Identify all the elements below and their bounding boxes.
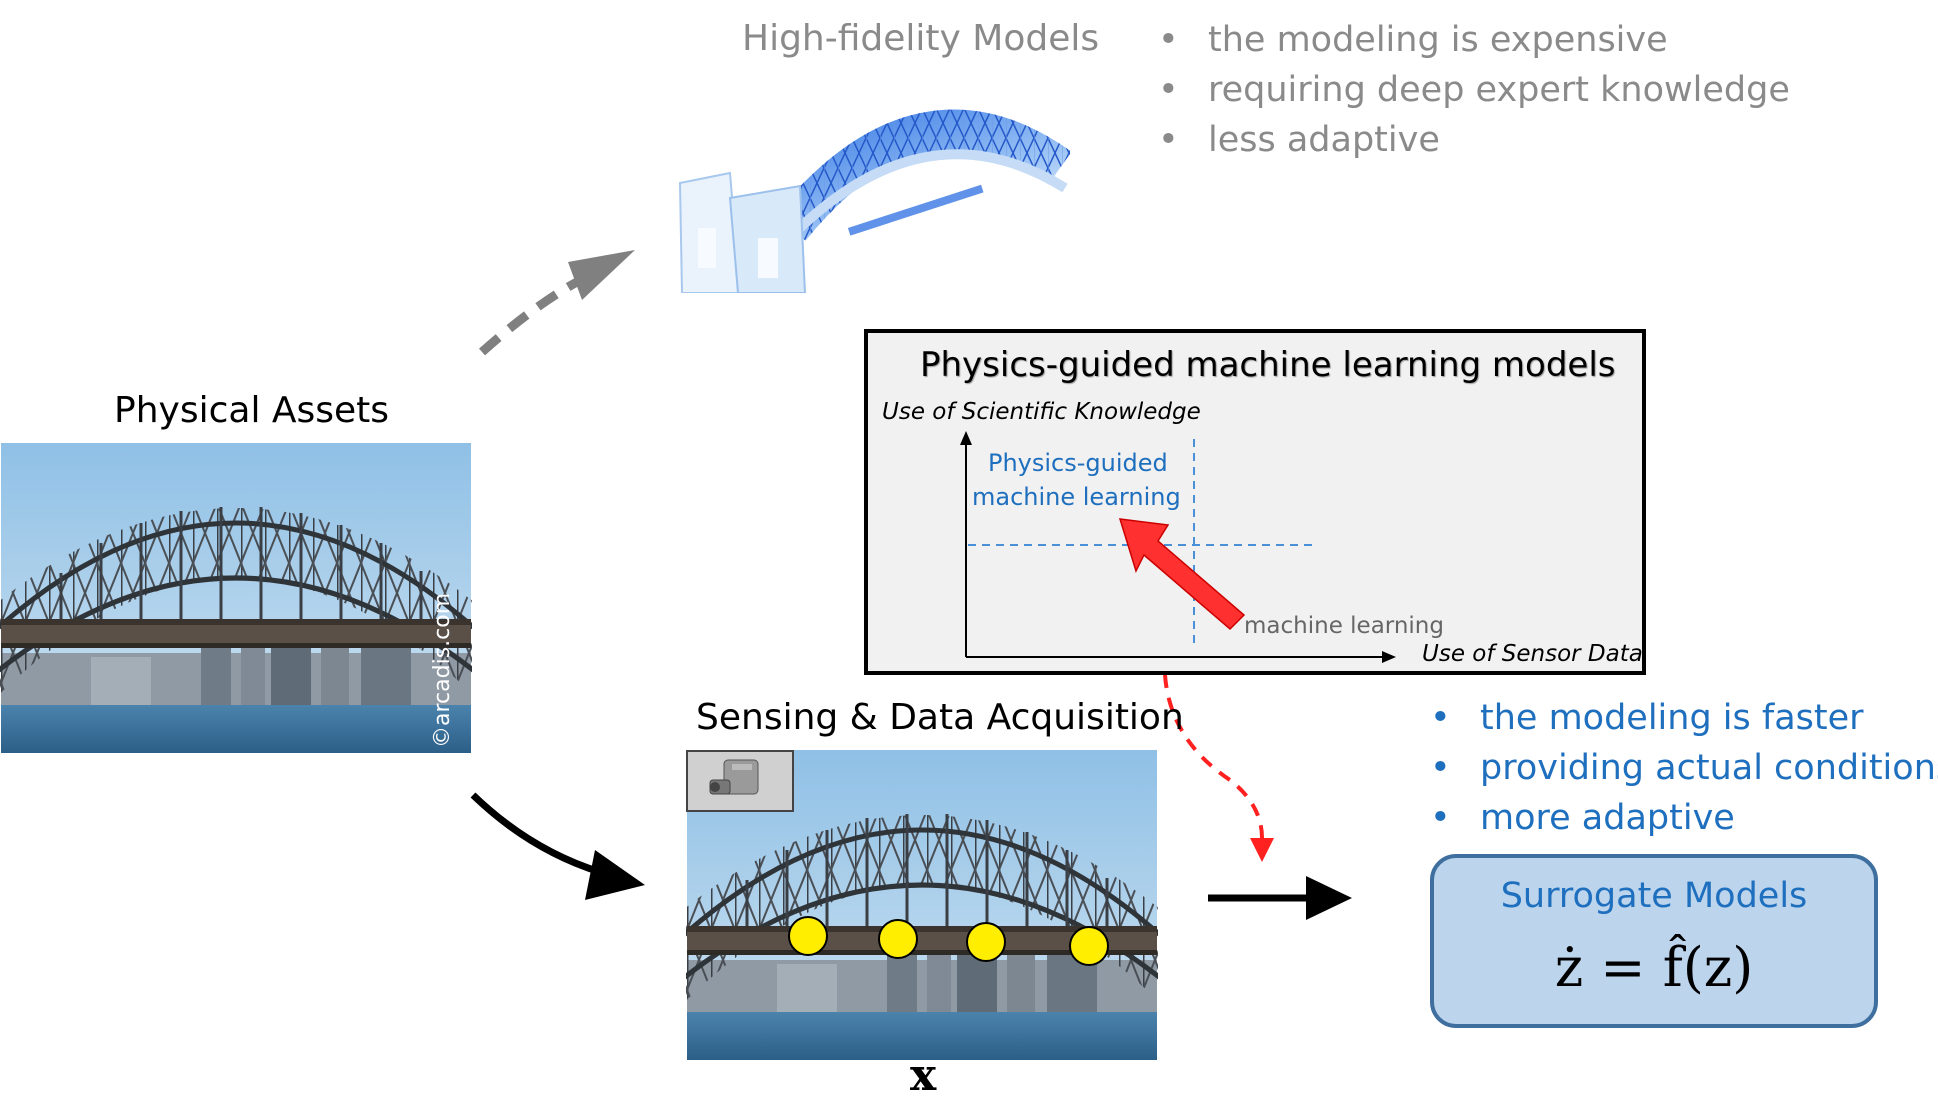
- dashed-gray-arrow: [478, 270, 593, 356]
- sensor-marker: [788, 916, 828, 956]
- sensor-marker: [878, 919, 918, 959]
- gray-arrowhead: [568, 250, 635, 300]
- sensor-device-icon: [686, 750, 794, 812]
- pgml-label-line1: Physics-guided: [988, 449, 1168, 477]
- sensor-markers: [788, 916, 1109, 966]
- bullet-item: •more adaptive: [1430, 798, 1735, 838]
- red-transition-arrow: [1118, 518, 1246, 631]
- physical-assets-photo: ©arcadis.com: [0, 443, 472, 753]
- y-axis-label: Use of Scientific Knowledge: [882, 399, 1201, 425]
- surrogate-title: Surrogate Models: [1500, 876, 1808, 916]
- black-arrowhead: [585, 850, 645, 900]
- red-arrowhead: [1250, 838, 1274, 862]
- bullet-item: •the modeling is faster: [1430, 698, 1864, 738]
- sensing-title: Sensing & Data Acquisition: [696, 697, 1184, 738]
- surrogate-equation: ż = f̂(z): [1554, 936, 1754, 999]
- watermark: ©arcadis.com: [430, 592, 455, 748]
- sensing-variable-x: x: [910, 1050, 937, 1101]
- black-curved-arrow: [470, 792, 602, 876]
- x-axis-label: Use of Sensor Data: [1422, 641, 1643, 667]
- black-straight-arrowhead: [1306, 876, 1352, 920]
- pgml-label-line2: machine learning: [972, 483, 1181, 511]
- pgml-title: Physics-guided machine learning models: [920, 345, 1616, 385]
- physical-assets-title: Physical Assets: [114, 390, 390, 431]
- high-fidelity-title: High-fidelity Models: [742, 18, 1100, 59]
- bullet-item: •less adaptive: [1158, 120, 1440, 160]
- sensor-marker: [1069, 926, 1109, 966]
- bullet-item: •requiring deep expert knowledge: [1158, 70, 1790, 110]
- bullet-item: •the modeling is expensive: [1158, 20, 1668, 60]
- surrogate-model-box: Surrogate Models ż = f̂(z): [1430, 854, 1878, 1028]
- sensing-photo: [686, 750, 1158, 1060]
- sensor-marker: [966, 922, 1006, 962]
- surrogate-bullets: •the modeling is faster •providing actua…: [1430, 693, 1938, 843]
- bullet-item: •providing actual conditions: [1430, 748, 1938, 788]
- pgml-chart: [960, 431, 1396, 663]
- ml-label: machine learning: [1244, 613, 1444, 639]
- pgml-panel: Physics-guided machine learning models U…: [864, 329, 1646, 675]
- high-fidelity-bridge-model: [670, 78, 1070, 293]
- high-fidelity-bullets: •the modeling is expensive •requiring de…: [1158, 15, 1790, 165]
